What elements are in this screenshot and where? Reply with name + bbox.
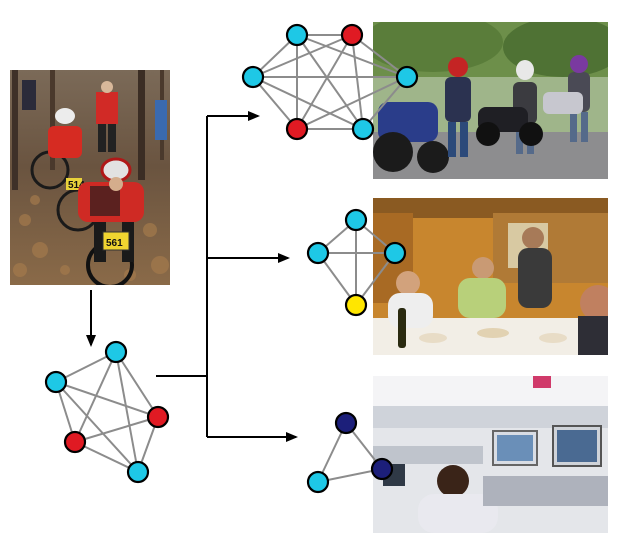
cyclists-photo: 514 561 <box>10 70 170 285</box>
graph-edge <box>55 381 159 418</box>
graph-node-cyan <box>241 65 265 89</box>
graph-edge <box>115 351 139 473</box>
graph-node-red <box>63 430 87 454</box>
graph-edge <box>115 351 159 418</box>
graph-edge <box>55 381 139 473</box>
dinner-group-graph <box>306 208 407 317</box>
graph-node-cyan <box>44 370 68 394</box>
graph-edge <box>74 416 159 443</box>
graph-node-cyan <box>344 208 368 232</box>
bib-front: 561 <box>106 238 123 249</box>
bikers-photo <box>373 22 608 179</box>
graph-edge <box>351 34 364 130</box>
graph-node-red <box>340 23 364 47</box>
graph-edge <box>296 76 408 130</box>
graph-edge <box>252 76 298 130</box>
dinner-photo <box>373 198 608 355</box>
graph-node-yellow <box>344 293 368 317</box>
graph-node-cyan <box>306 470 330 494</box>
graph-edge <box>252 34 353 78</box>
graph-node-navy <box>334 411 358 435</box>
graph-node-cyan <box>126 460 150 484</box>
graph-node-navy <box>370 457 394 481</box>
graph-node-cyan <box>306 241 330 265</box>
office-photo <box>373 376 608 533</box>
graph-edge <box>296 34 364 130</box>
graph-edge <box>296 34 408 78</box>
arrows <box>86 111 298 442</box>
graph-edge <box>252 76 364 130</box>
graph-edge <box>74 351 117 443</box>
graph-edge <box>351 34 408 78</box>
bikers-group-graph <box>241 23 419 141</box>
graph-node-red <box>146 405 170 429</box>
graph-node-cyan <box>351 117 375 141</box>
graph-edge <box>55 351 117 383</box>
graph-node-cyan <box>395 65 419 89</box>
bib-back: 514 <box>68 180 85 191</box>
graph-edge <box>296 34 353 130</box>
graph-edge <box>362 76 408 130</box>
graph-edge <box>74 441 139 473</box>
graph-node-cyan <box>285 23 309 47</box>
office-group-graph <box>306 411 394 494</box>
graph-node-cyan <box>383 241 407 265</box>
graph-node-red <box>285 117 309 141</box>
graph-node-cyan <box>104 340 128 364</box>
input-group-graph <box>44 340 170 484</box>
